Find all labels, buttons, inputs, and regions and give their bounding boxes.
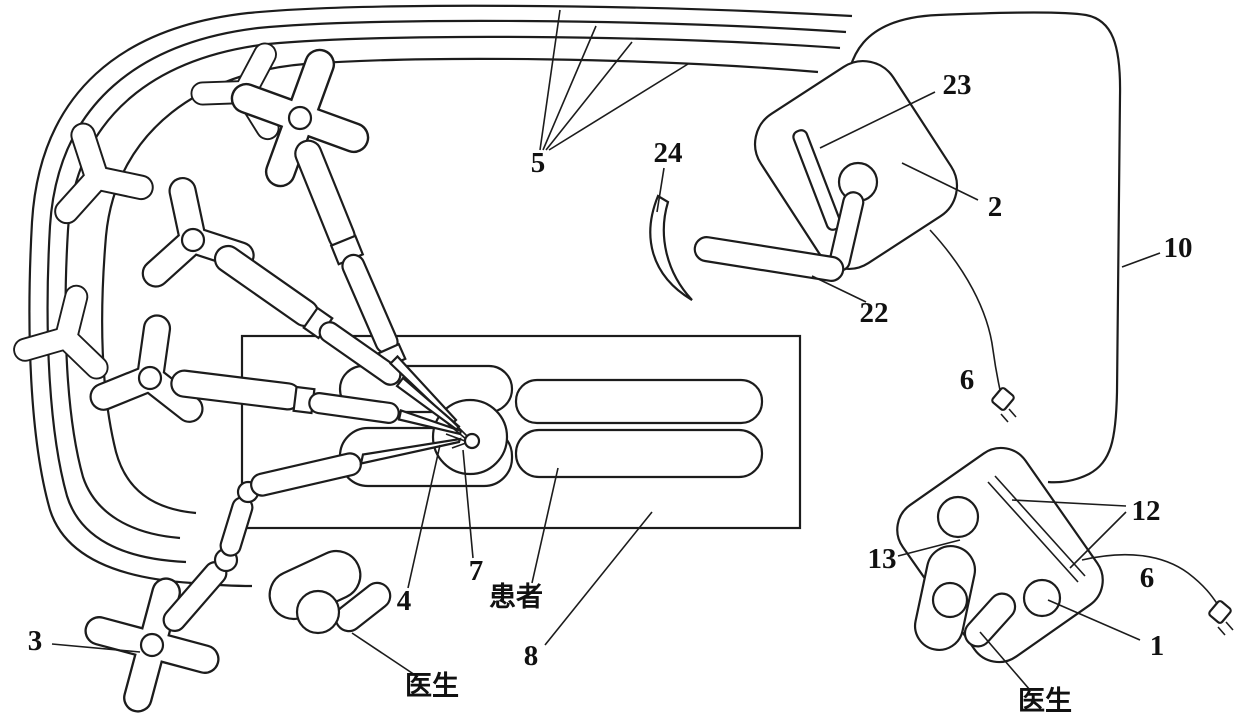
enclosure-outlines <box>28 4 853 588</box>
master-console-top <box>649 60 959 301</box>
leader-12b <box>1069 511 1127 569</box>
surgical-site-group <box>359 354 509 476</box>
doctor-right-head <box>931 581 969 619</box>
label-6-top: 6 <box>960 364 975 396</box>
instrument-tip-4 <box>451 442 467 449</box>
leader-7 <box>462 449 474 559</box>
arm-hub-3 <box>137 365 163 391</box>
leader-5-1 <box>539 9 561 151</box>
label-7: 7 <box>469 555 484 587</box>
arm-hub-4 <box>139 632 165 658</box>
label-24: 24 <box>654 137 683 169</box>
instrument-shaft-b <box>395 376 461 431</box>
console1-control-circle-right <box>1022 578 1062 618</box>
label-1: 1 <box>1150 630 1165 662</box>
leader-12a <box>1011 499 1127 507</box>
label-22: 22 <box>860 297 889 329</box>
label-10: 10 <box>1164 232 1193 264</box>
plug-top-body <box>991 387 1015 411</box>
leader-doctor-right <box>979 631 1031 691</box>
leader-5-3 <box>545 41 633 151</box>
power-cable-top <box>929 229 1017 423</box>
callout-labels: 5 23 2 24 22 10 6 6 12 13 1 3 4 7 8 患者 医… <box>28 69 1193 716</box>
console1-control-circle-left <box>936 495 980 539</box>
leader-22 <box>811 275 867 303</box>
leader-patient <box>531 467 559 584</box>
leader-doctor-left <box>351 632 419 678</box>
plug-bottom-prong-1 <box>1225 621 1234 631</box>
enclosure-curve-outer <box>28 4 853 588</box>
console1-screen-line-1 <box>987 481 1079 583</box>
leader-13 <box>897 539 961 557</box>
leader-8 <box>544 511 653 646</box>
label-5: 5 <box>531 147 546 179</box>
instrument-tip-2 <box>447 423 467 440</box>
arm-a-link-1 <box>294 139 356 251</box>
label-3: 3 <box>28 625 43 657</box>
plug-bottom-prong-2 <box>1217 626 1226 636</box>
cable-bottom-curve <box>1081 553 1219 606</box>
leader-4 <box>407 444 441 589</box>
surgical-port-circle <box>463 432 481 450</box>
doctor-figure-right <box>913 545 1017 651</box>
leader-24 <box>656 167 665 213</box>
doctor-left-head <box>295 589 341 635</box>
callout-leaders <box>51 9 1161 691</box>
label-8: 8 <box>524 640 539 672</box>
patient-leg-lower <box>514 428 764 479</box>
label-doctor-left: 医生 <box>405 671 459 701</box>
leader-10 <box>1121 252 1161 268</box>
console2-visor-crescent <box>649 194 693 301</box>
enclosure-curve-3 <box>64 35 841 540</box>
doctor-left-arm <box>334 581 392 633</box>
plug-top-prong-1 <box>1008 408 1017 418</box>
arm-hub-1 <box>287 105 313 131</box>
leader-3 <box>51 643 141 653</box>
enclosure-curve-inner <box>101 57 819 515</box>
cable-top-curve <box>929 229 1001 391</box>
robot-arms <box>162 139 407 632</box>
plug-top-prong-2 <box>1000 413 1009 423</box>
label-12: 12 <box>1132 495 1161 527</box>
master-console-bottom <box>896 446 1104 664</box>
instrument-tip-1 <box>444 413 468 437</box>
console1-screen-line-2 <box>994 475 1086 577</box>
label-2: 2 <box>988 191 1003 223</box>
leader-2 <box>901 162 979 201</box>
label-4: 4 <box>397 585 412 617</box>
leader-23 <box>819 91 936 149</box>
operating-table-group <box>240 334 802 530</box>
arm-b-link-1 <box>213 244 320 328</box>
robot-arm-bases <box>10 21 393 720</box>
label-6-bottom: 6 <box>1140 562 1155 594</box>
leader-5-4 <box>548 63 689 151</box>
plug-bottom-body <box>1208 600 1232 624</box>
leader-5-2 <box>542 25 597 151</box>
label-13: 13 <box>868 543 897 575</box>
patient-leg-upper <box>514 378 764 425</box>
console2-arm-long-bar <box>693 236 845 282</box>
label-patient: 患者 <box>489 582 543 612</box>
label-23: 23 <box>943 69 972 101</box>
label-doctor-right: 医生 <box>1018 686 1072 716</box>
doctor-figure-left <box>268 549 392 635</box>
arm-b-link-2 <box>318 321 402 386</box>
arm-base-star-left-upper <box>30 107 157 228</box>
right-boundary-outline <box>844 11 1122 484</box>
arm-hub-2 <box>180 227 206 253</box>
arm-c-link-2 <box>308 392 400 424</box>
instrument-tip-3 <box>445 433 466 442</box>
power-cable-bottom <box>1081 553 1234 636</box>
doctor-right-arm <box>963 592 1017 648</box>
leader-1 <box>1047 599 1141 641</box>
